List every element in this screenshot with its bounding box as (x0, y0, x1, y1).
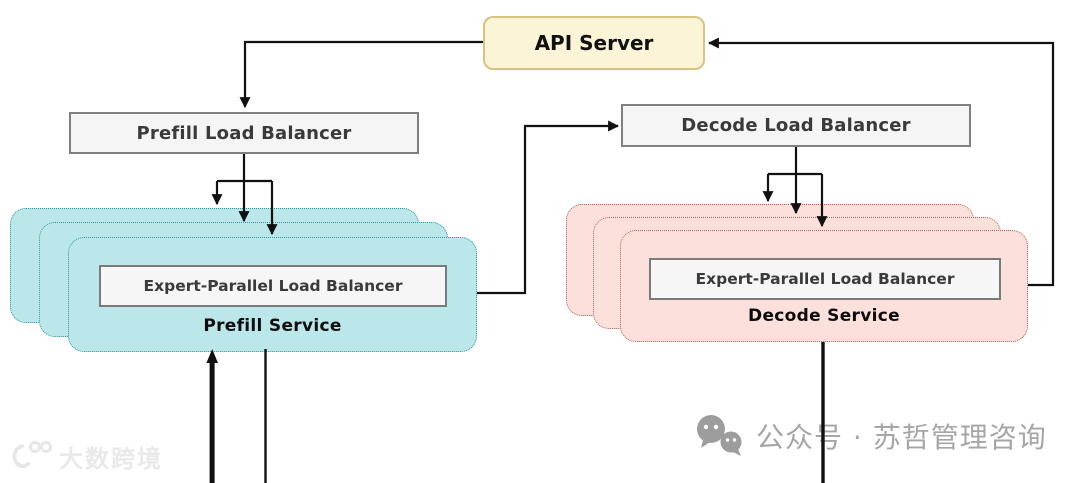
api-server-label: API Server (534, 31, 654, 55)
decode-load-balancer-box: Decode Load Balancer (621, 104, 971, 147)
prefill-expert-parallel-load-balancer: Expert-Parallel Load Balancer (99, 265, 447, 307)
wechat-watermark-text: 公众号 · 苏哲管理咨询 (756, 421, 1047, 454)
brand-watermark-text: 大数跨境 (59, 444, 163, 473)
prefill-load-balancer-box: Prefill Load Balancer (69, 112, 419, 154)
decode-service-card-front: Expert-Parallel Load Balancer Decode Ser… (620, 230, 1028, 342)
decode-service-label: Decode Service (748, 306, 900, 326)
prefill-expert-parallel-lb-label: Expert-Parallel Load Balancer (143, 277, 403, 295)
watermark-bottom-left: 大数跨境 (8, 438, 163, 474)
prefill-load-balancer-label: Prefill Load Balancer (136, 122, 352, 144)
api-server-box: API Server (483, 16, 705, 70)
brand-logo-icon (12, 441, 52, 469)
decode-load-balancer-label: Decode Load Balancer (681, 115, 911, 136)
arrow-up-into-prefill-service (206, 349, 218, 483)
watermark-bottom-right: 公众号 · 苏哲管理咨询 (694, 414, 1047, 458)
decode-expert-parallel-load-balancer: Expert-Parallel Load Balancer (649, 258, 1001, 300)
decode-expert-parallel-lb-label: Expert-Parallel Load Balancer (695, 270, 955, 288)
prefill-service-label: Prefill Service (203, 316, 342, 336)
wechat-icon (697, 415, 742, 456)
arrow-api-to-prefill-lb (239, 40, 483, 109)
prefill-service-card-front: Expert-Parallel Load Balancer Prefill Se… (68, 237, 477, 352)
